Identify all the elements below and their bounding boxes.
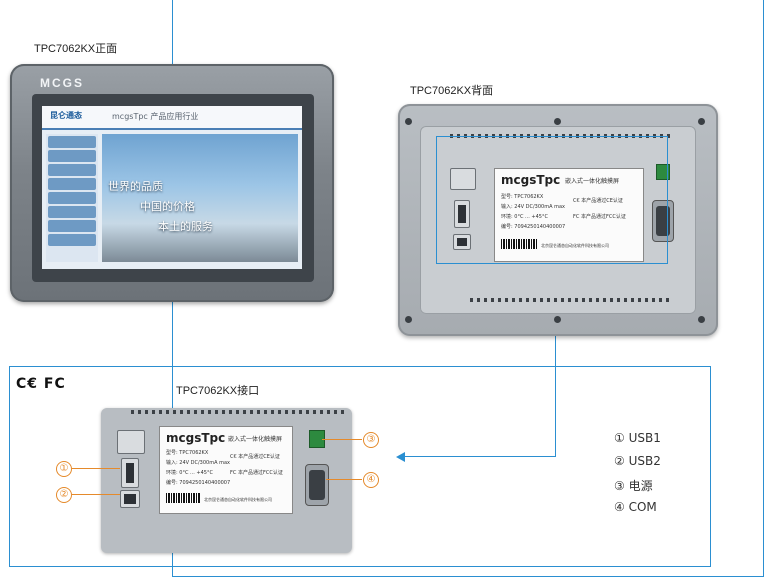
label-ce: C€ 本产品通过CE认证	[573, 198, 623, 204]
detail-label-line: 输入: 24V DC/300mA max	[166, 460, 230, 466]
interface-caption: TPC7062KX接口	[176, 385, 260, 397]
detail-label-line: 环境: 0°C ... +45°C	[166, 470, 213, 476]
interface-detail-frame	[9, 366, 711, 567]
detail-product-label: mcgsTpc 嵌入式一体化触摸屏 型号: TPC7062KX 输入: 24V …	[159, 426, 293, 514]
detail-com-port	[305, 464, 329, 506]
front-caption: TPC7062KX正面	[34, 43, 118, 55]
back-caption: TPC7062KX背面	[410, 85, 494, 97]
label-maker: 北京昆仑通态自动化软件科技有限公司	[541, 243, 609, 248]
label-brand: mcgsTpc	[501, 173, 561, 187]
screen-photo: 世界的品质 中国的价格 本土的服务	[102, 134, 298, 262]
front-panel-image: MCGS 昆仑通态 mcgsTpc 产品应用行业 世界的品质 中国的价格 本土的…	[10, 64, 334, 302]
screen-logo-text: 昆仑通态	[50, 111, 82, 120]
label-subtitle: 嵌入式一体化触摸屏	[565, 178, 620, 185]
screen-header: 昆仑通态 mcgsTpc 产品应用行业	[42, 106, 302, 130]
screen-sidebar-item	[48, 150, 96, 162]
callout-4-line	[326, 479, 362, 480]
detail-top-vents	[131, 410, 346, 414]
screw	[698, 316, 705, 323]
callout-2-line	[72, 494, 120, 495]
slogan-3: 本土的服务	[158, 220, 213, 233]
label-fcc: FC 本产品通过FCC认证	[573, 214, 626, 220]
callout-1-line	[72, 468, 120, 469]
front-screen: 昆仑通态 mcgsTpc 产品应用行业 世界的品质 中国的价格 本土的服务	[42, 106, 302, 269]
bottom-vents	[470, 298, 670, 302]
usb1-port	[454, 200, 470, 228]
power-terminal	[656, 164, 670, 180]
connector-line-back-down	[555, 262, 556, 456]
slogan-2: 中国的价格	[140, 200, 195, 213]
detail-label-brand: mcgsTpc	[166, 431, 226, 445]
certification-marks: C€ FC	[16, 376, 66, 392]
com-port	[652, 200, 674, 242]
usb2-port	[453, 234, 471, 250]
screw	[698, 118, 705, 125]
power-port	[450, 168, 476, 190]
legend-usb1: ① USB1	[614, 431, 661, 445]
callout-2: ②	[56, 487, 72, 503]
screw	[554, 316, 561, 323]
screen-title: mcgsTpc 产品应用行业	[112, 112, 199, 121]
screen-sidebar-item	[48, 206, 96, 218]
mcgs-logo: MCGS	[40, 76, 84, 90]
connector-line-arrow-horizontal	[404, 456, 556, 457]
connector-line-top-vertical	[172, 0, 173, 64]
interface-detail-image: mcgsTpc 嵌入式一体化触摸屏 型号: TPC7062KX 输入: 24V …	[101, 408, 352, 553]
callout-3: ③	[363, 432, 379, 448]
label-line: 编号: 7094250140400007	[501, 224, 566, 230]
detail-usb1-port	[121, 458, 139, 488]
detail-label-ce: C€ 本产品通过CE认证	[230, 454, 280, 460]
screen-sidebar-item	[48, 192, 96, 204]
detail-label-barcode	[166, 493, 200, 503]
screen-sidebar-item	[48, 178, 96, 190]
connector-line-bottom-horizontal	[172, 576, 764, 577]
label-line: 环境: 0°C ... +45°C	[501, 214, 548, 220]
label-line: 输入: 24V DC/300mA max	[501, 204, 565, 210]
detail-usb2-port	[120, 490, 140, 508]
detail-label-line: 型号: TPC7062KX	[166, 450, 209, 456]
legend-power: ③ 电源	[614, 479, 653, 493]
detail-label-subtitle: 嵌入式一体化触摸屏	[228, 436, 283, 443]
legend-usb2: ② USB2	[614, 454, 661, 468]
connector-line-right-vertical	[763, 0, 764, 577]
screen-sidebar	[46, 134, 98, 262]
callout-4: ④	[363, 472, 379, 488]
screw	[554, 118, 561, 125]
callout-1: ①	[56, 461, 72, 477]
detail-label-maker: 北京昆仑通态自动化软件科技有限公司	[204, 497, 272, 502]
arrow-left-icon	[396, 452, 405, 462]
label-barcode	[501, 239, 537, 249]
detail-label-fcc: FC 本产品通过FCC认证	[230, 470, 283, 476]
label-line: 型号: TPC7062KX	[501, 194, 544, 200]
screen-sidebar-item	[48, 234, 96, 246]
screen-sidebar-item	[48, 220, 96, 232]
screen-sidebar-item	[48, 136, 96, 148]
legend-com: ④ COM	[614, 500, 657, 514]
back-product-label: mcgsTpc 嵌入式一体化触摸屏 型号: TPC7062KX 输入: 24V …	[494, 168, 644, 262]
screen-sidebar-item	[48, 164, 96, 176]
callout-3-line	[322, 439, 362, 440]
slogan-1: 世界的品质	[108, 180, 163, 193]
screw	[405, 316, 412, 323]
detail-label-line: 编号: 7094250140400007	[166, 480, 231, 486]
back-highlight-box	[436, 136, 668, 264]
screw	[405, 118, 412, 125]
detail-power-port	[117, 430, 145, 454]
